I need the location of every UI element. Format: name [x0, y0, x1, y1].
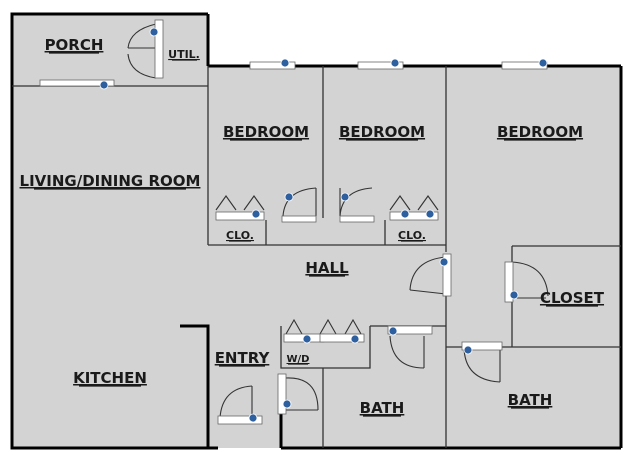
info-marker-icon[interactable]	[439, 257, 449, 267]
room-label-wd: W/D	[287, 354, 310, 365]
info-marker-icon[interactable]	[388, 326, 398, 336]
info-marker-icon[interactable]	[149, 27, 159, 37]
room-label-closet-1: CLO.	[226, 229, 254, 242]
room-label-porch: PORCH	[45, 36, 104, 54]
info-marker-icon[interactable]	[350, 334, 360, 344]
info-marker-icon[interactable]	[425, 209, 435, 219]
interior-walls	[12, 66, 621, 448]
info-marker-icon[interactable]	[340, 192, 350, 202]
info-marker-icon[interactable]	[284, 192, 294, 202]
room-label-hall: HALL	[305, 259, 349, 277]
info-marker-icon[interactable]	[282, 399, 292, 409]
fixture-panels	[39, 19, 548, 425]
room-label-kitchen: KITCHEN	[73, 369, 147, 387]
room-label-entry: ENTRY	[215, 349, 271, 367]
bifold-doors	[215, 195, 439, 335]
room-label-bedroom-1: BEDROOM	[223, 123, 309, 141]
info-marker-icon[interactable]	[538, 58, 548, 68]
room-label-bath-1: BATH	[360, 399, 405, 417]
room-label-bedroom-2: BEDROOM	[339, 123, 425, 141]
room-label-closet-2: CLO.	[398, 229, 426, 242]
info-marker-icon[interactable]	[509, 290, 519, 300]
info-marker-icon[interactable]	[400, 209, 410, 219]
info-marker-icon[interactable]	[251, 209, 261, 219]
room-label-bedroom-3: BEDROOM	[497, 123, 583, 141]
info-marker-icon[interactable]	[280, 58, 290, 68]
info-marker-icon[interactable]	[390, 58, 400, 68]
room-label-living: LIVING/DINING ROOM	[20, 172, 201, 190]
info-marker-icon[interactable]	[302, 334, 312, 344]
room-label-closet-big: CLOSET	[540, 289, 605, 307]
info-marker-icon[interactable]	[99, 80, 109, 90]
info-marker-icon[interactable]	[463, 345, 473, 355]
info-markers[interactable]	[99, 27, 548, 423]
room-label-bath-2: BATH	[508, 391, 553, 409]
room-label-util: UTIL.	[168, 48, 200, 61]
info-marker-icon[interactable]	[248, 413, 258, 423]
label-underlines	[34, 52, 598, 417]
room-labels: PORCH UTIL. LIVING/DINING ROOM BEDROOM B…	[20, 36, 605, 417]
